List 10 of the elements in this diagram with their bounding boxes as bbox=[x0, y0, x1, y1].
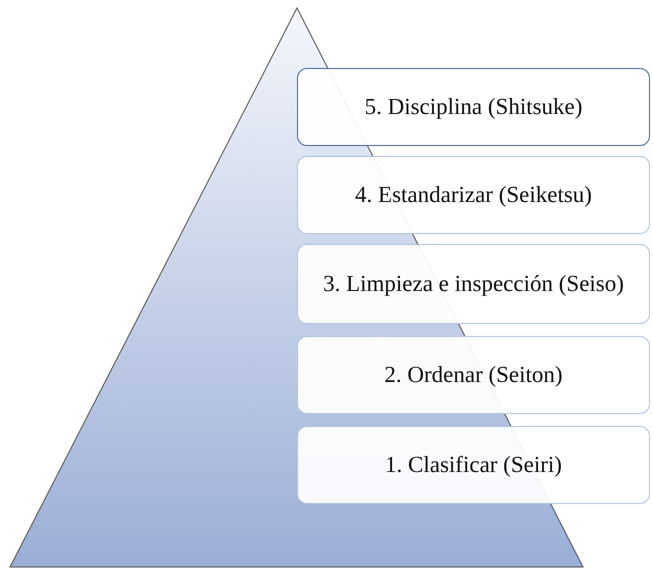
step-label: 2. Ordenar (Seiton) bbox=[383, 362, 564, 388]
step-box bbox=[297, 68, 650, 146]
step-label: 5. Disciplina (Shitsuke) bbox=[364, 94, 584, 120]
step-box bbox=[297, 426, 650, 504]
step-label: 4. Estandarizar (Seiketsu) bbox=[354, 182, 593, 208]
step-label: 1. Clasificar (Seiri) bbox=[384, 452, 563, 478]
step-box bbox=[297, 156, 650, 234]
step-box bbox=[297, 244, 650, 324]
step-box bbox=[297, 336, 650, 414]
step-label: 3. Limpieza e inspección (Seiso) bbox=[322, 271, 625, 297]
